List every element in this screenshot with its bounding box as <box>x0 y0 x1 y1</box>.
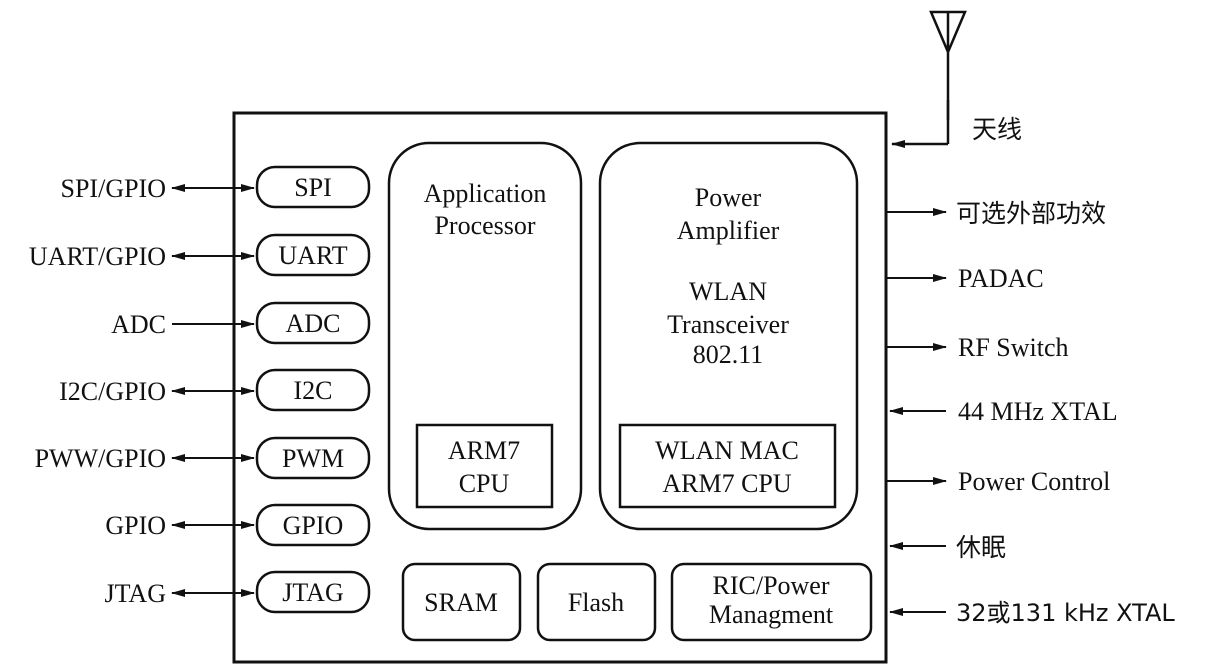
sram-label: SRAM <box>424 588 498 617</box>
interface-box <box>255 301 371 345</box>
power-amplifier-label: Power <box>695 183 762 212</box>
bottom-blocks: SRAM Flash RIC/Power Managment <box>401 562 873 642</box>
interface-box-label: ADC <box>286 309 341 338</box>
interface-box <box>255 570 371 614</box>
sram-box <box>401 562 522 642</box>
wlan-transceiver-label: Transceiver <box>667 310 789 339</box>
external-signal-label: GPIO <box>105 511 166 540</box>
wlan-block-outline <box>598 141 859 531</box>
application-processor-title: Processor <box>434 211 535 240</box>
interface-row: PWW/GPIO PWM <box>35 436 371 480</box>
antenna-label: 天线 <box>972 115 1022 144</box>
interface-box <box>255 165 371 209</box>
interface-row: ADC ADC <box>111 301 371 345</box>
flash-box <box>536 562 657 642</box>
interface-box <box>255 368 371 412</box>
antenna: 天线 <box>891 10 1022 148</box>
external-signal-label: PWW/GPIO <box>35 444 166 473</box>
ric-power-box <box>670 562 873 642</box>
interface-box <box>255 436 371 480</box>
external-signal-label: ADC <box>111 310 166 339</box>
external-signal-label: UART/GPIO <box>29 242 166 271</box>
interface-row: SPI/GPIO SPI <box>61 165 371 209</box>
right-signal-row: 32或131 kHz XTAL <box>889 599 1175 627</box>
right-signal-row: PADAC <box>886 264 1044 293</box>
wlan-mac-box <box>618 423 837 509</box>
ric-power-label: Managment <box>709 600 834 629</box>
application-processor-title: Application <box>424 179 547 208</box>
external-signal-label: SPI/GPIO <box>61 174 166 203</box>
interface-row: UART/GPIO UART <box>29 233 371 277</box>
interface-box <box>255 503 371 547</box>
right-signals: 可选外部功效 PADAC RF Switch 44 MHz XTAL Power… <box>886 199 1175 627</box>
application-processor-outline <box>387 141 583 531</box>
external-signal-label: JTAG <box>105 579 166 608</box>
signal-label: 可选外部功效 <box>956 199 1106 228</box>
left-interfaces: SPI/GPIO SPI UART/GPIO UART ADC ADC I2C/… <box>29 165 371 614</box>
flash-label: Flash <box>568 588 624 617</box>
interface-box-label: SPI <box>294 173 332 202</box>
interface-box-label: I2C <box>294 376 333 405</box>
wlan-mac-label: WLAN MAC <box>655 436 799 465</box>
interface-box-label: GPIO <box>283 511 344 540</box>
wlan-transceiver-label: WLAN <box>689 277 767 306</box>
signal-label: RF Switch <box>958 333 1069 362</box>
arm7-cpu-label: CPU <box>459 469 510 498</box>
wlan-block: Power Amplifier WLAN Transceiver 802.11 … <box>598 141 859 531</box>
interface-box <box>255 233 371 277</box>
power-amplifier-label: Amplifier <box>677 216 780 245</box>
application-processor-block: Application Processor ARM7 CPU <box>387 141 583 531</box>
signal-label: 休眠 <box>956 533 1006 562</box>
arm7-cpu-label: ARM7 <box>448 436 520 465</box>
interface-row: GPIO GPIO <box>105 503 371 547</box>
external-signal-label: I2C/GPIO <box>59 377 166 406</box>
right-signal-row: 44 MHz XTAL <box>889 397 1118 426</box>
interface-box-label: UART <box>278 241 347 270</box>
interface-row: I2C/GPIO I2C <box>59 368 371 412</box>
signal-label: PADAC <box>958 264 1044 293</box>
right-signal-row: RF Switch <box>886 333 1069 362</box>
signal-label: 44 MHz XTAL <box>958 397 1118 426</box>
interface-box-label: JTAG <box>282 578 343 607</box>
signal-label: 32或131 kHz XTAL <box>956 599 1175 627</box>
right-signal-row: 休眠 <box>889 533 1006 562</box>
signal-label: Power Control <box>958 467 1110 496</box>
right-signal-row: 可选外部功效 <box>886 199 1106 228</box>
right-signal-row: Power Control <box>886 467 1110 496</box>
interface-row: JTAG JTAG <box>105 570 371 614</box>
arm7-cpu-box <box>415 423 554 509</box>
wlan-mac-label: ARM7 CPU <box>662 469 792 498</box>
interface-box-label: PWM <box>282 444 344 473</box>
wlan-transceiver-label: 802.11 <box>693 340 764 369</box>
ric-power-label: RIC/Power <box>713 571 830 600</box>
